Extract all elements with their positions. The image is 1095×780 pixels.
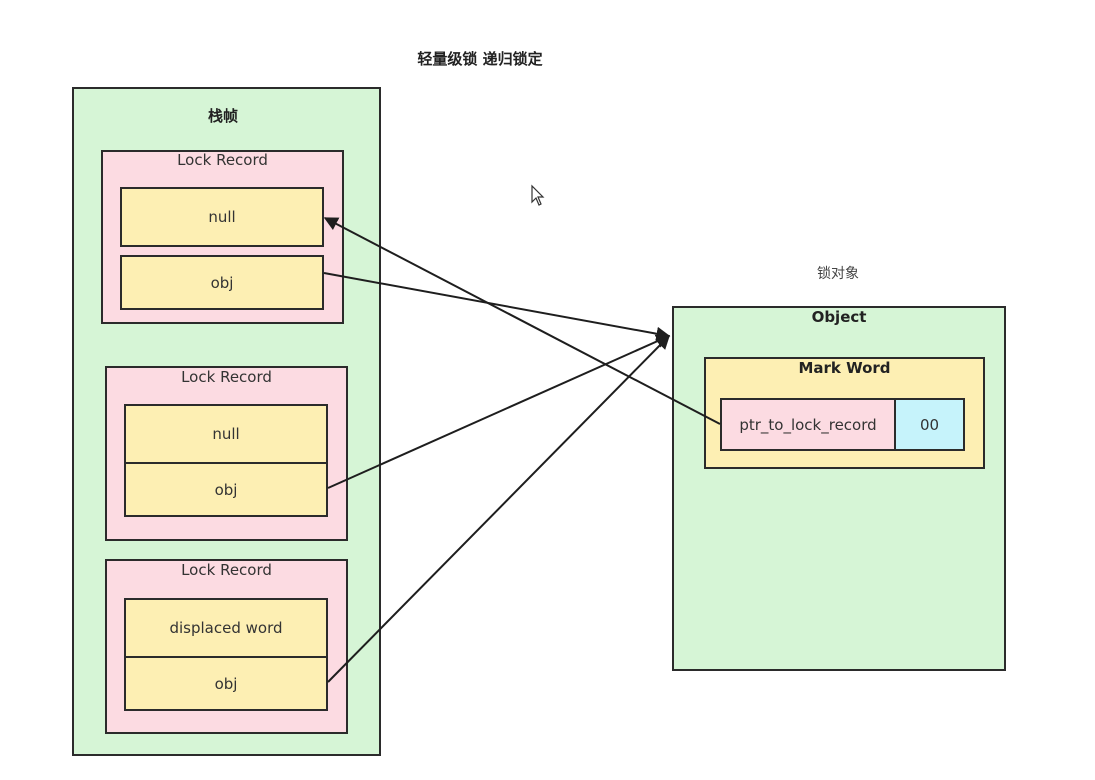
mouse-cursor-icon: [531, 184, 545, 206]
diagram-title: 轻量级锁 递归锁定: [417, 49, 543, 68]
lock-record-2-title: Lock Record: [181, 368, 272, 386]
lock-record-1-obj-slot: obj: [120, 255, 324, 310]
object-label: Object: [811, 308, 867, 326]
lock-bits-cell: 00: [894, 398, 965, 451]
lock-record-1-title: Lock Record: [177, 151, 268, 169]
lock-record-2-obj-slot: obj: [124, 462, 328, 517]
ptr-to-lock-record-cell: ptr_to_lock_record: [720, 398, 896, 451]
stack-frame-label: 栈帧: [207, 106, 238, 125]
lock-record-1-null-slot: null: [120, 187, 324, 247]
lock-record-2-null-slot: null: [124, 404, 328, 464]
mark-word-label: Mark Word: [798, 359, 891, 377]
lock-record-3-obj-slot: obj: [124, 656, 328, 711]
lock-object-caption: 锁对象: [817, 266, 859, 282]
lock-record-3-displaced-word-slot: displaced word: [124, 598, 328, 658]
arrow-ptr-to-lock-record: [323, 217, 721, 425]
lock-record-3-title: Lock Record: [181, 561, 272, 579]
